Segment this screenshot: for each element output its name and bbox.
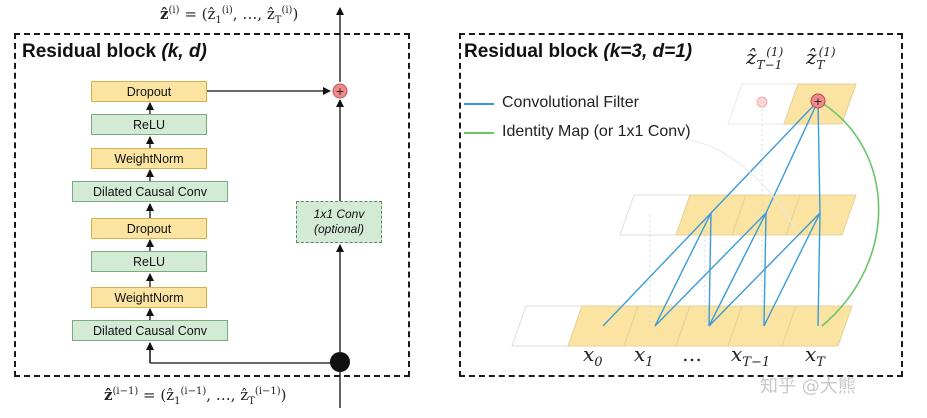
skip-conv-line2: (optional)	[313, 222, 365, 236]
output-row	[727, 83, 857, 125]
layer-dilated-causal-conv-top: Dilated Causal Conv	[72, 181, 228, 202]
identity-map-curve	[821, 102, 880, 327]
right-add-symbol: +	[813, 95, 822, 108]
right-add-node-faded	[756, 96, 768, 108]
layer-dilated-causal-conv-bottom: Dilated Causal Conv	[72, 320, 228, 341]
output-label: ẑ(i) = (ẑ1(i), …, ẑT(i))	[160, 5, 299, 26]
left-title-text: Residual block	[22, 41, 157, 62]
top-label-z-t-minus-1: ẑT−1(1)	[746, 45, 784, 72]
conv-lines-top	[710, 100, 821, 214]
watermark: 知乎 @大熊	[760, 376, 856, 397]
right-title-params: (k=3, d=1)	[603, 41, 693, 62]
x-label-1: x1	[634, 342, 654, 370]
layer-relu-top: ReLU	[91, 114, 207, 135]
legend-identity-map: Identity Map (or 1x1 Conv)	[502, 123, 691, 140]
layer-dropout-top: Dropout	[91, 81, 207, 102]
left-residual-block-frame	[14, 33, 410, 377]
input-row	[511, 305, 853, 347]
layer-relu-bottom: ReLU	[91, 251, 207, 272]
right-panel-title: Residual block (k=3, d=1)	[464, 41, 692, 63]
input-junction-node	[330, 352, 350, 372]
right-title-text: Residual block	[464, 41, 599, 62]
layer-weightnorm-bottom: WeightNorm	[91, 287, 207, 308]
faint-curve	[689, 139, 797, 231]
x-label-0: x0	[583, 342, 603, 370]
left-add-node	[332, 83, 348, 99]
x-label-ellipsis: …	[682, 342, 702, 366]
layer-dropout-bottom: Dropout	[91, 218, 207, 239]
x-label-t-minus-1: xT−1	[731, 342, 771, 370]
skip-conv-1x1-box: 1x1 Conv (optional)	[296, 201, 382, 243]
left-layer-arrows	[146, 7, 344, 408]
skip-conv-line1: 1x1 Conv	[313, 207, 365, 221]
input-label: ẑ(i−1) = (ẑ1(i−1), …, ẑT(i−1))	[104, 386, 287, 407]
x-label-t: xT	[805, 342, 825, 370]
layer-weightnorm-top: WeightNorm	[91, 148, 207, 169]
left-add-symbol: +	[335, 85, 344, 98]
right-add-node	[810, 93, 826, 109]
top-label-z-t: ẑT(1)	[806, 45, 836, 72]
legend-conv-filter: Convolutional Filter	[502, 94, 639, 111]
right-residual-block-frame	[459, 33, 903, 377]
left-panel-title: Residual block (k, d)	[22, 41, 207, 63]
conv-lines-bottom	[602, 212, 821, 327]
left-title-params: (k, d)	[161, 41, 207, 62]
